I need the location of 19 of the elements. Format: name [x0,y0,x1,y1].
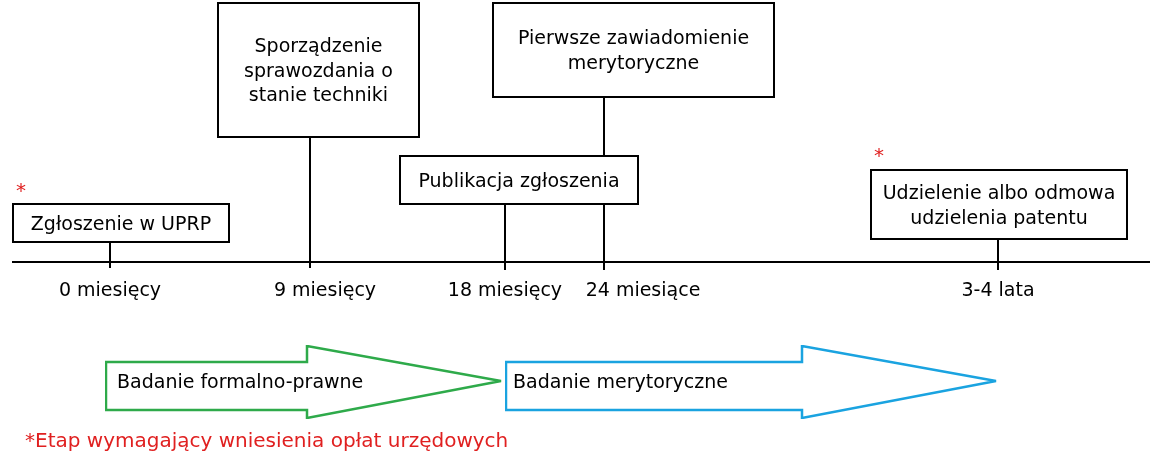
stage-box: Pierwsze zawiadomienie merytoryczne [492,2,775,98]
tick-label: 18 miesięcy [447,278,563,300]
footnote: *Etap wymagający wniesienia opłat urzędowych [25,428,509,452]
leader-line [309,137,311,269]
stage-box: Udzielenie albo odmowa udzielenia patentu [870,169,1128,240]
stage-box: Sporządzenie sprawozdania o stanie techniki [217,2,420,138]
leader-line [997,239,999,271]
stage-box: Publikacja zgłoszenia [399,155,639,205]
tick-label: 9 miesięcy [273,278,377,300]
arrow-label: Badanie formalno-prawne [117,370,364,392]
footnote-marker: * [874,143,884,167]
footnote-marker: * [16,178,26,202]
leader-line [504,204,506,271]
leader-line [109,242,111,269]
tick-label: 0 miesięcy [58,278,162,300]
tick-label: 24 miesiące [585,278,701,300]
stage-box: Zgłoszenie w UPRP [12,203,230,243]
tick-label: 3-4 lata [961,278,1035,300]
arrow-label: Badanie merytoryczne [513,370,728,392]
